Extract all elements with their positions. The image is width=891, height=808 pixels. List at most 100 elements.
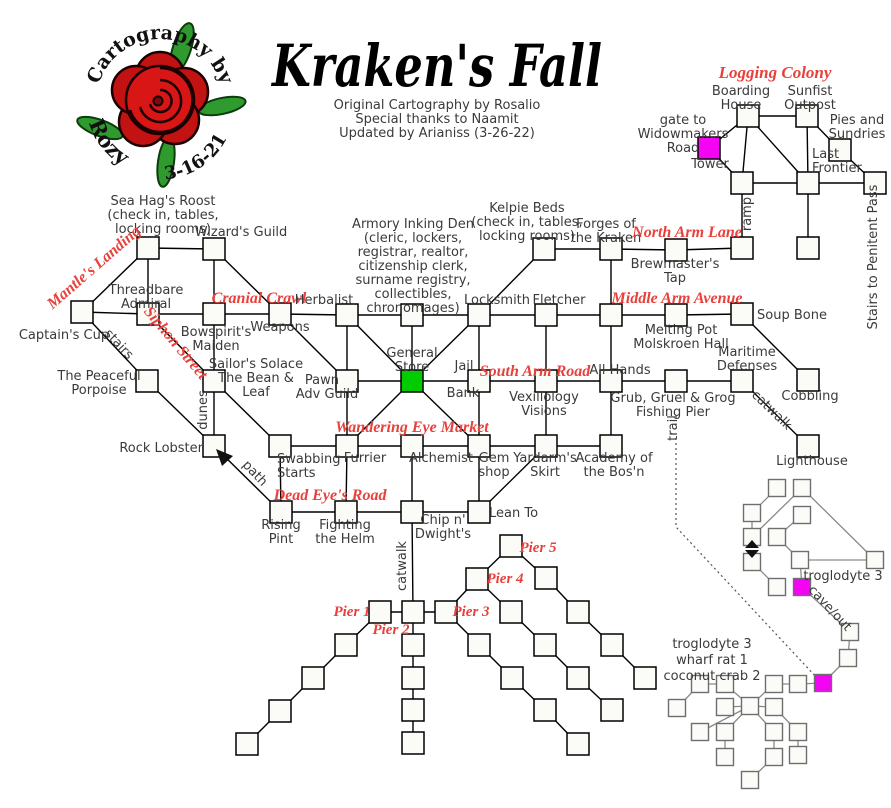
label-furrier: Furrier [344, 451, 387, 466]
label-wandering-eye-market: Wandering Eye Market [335, 419, 489, 436]
map-node-cv_f [767, 527, 787, 547]
map-node-seahag [136, 236, 160, 260]
credit-line-3: Updated by Arianiss (3-26-22) [339, 126, 535, 141]
cave-down-arrow [745, 550, 759, 558]
map-node-cv_a [767, 478, 787, 498]
label-tower: Tower [690, 157, 729, 172]
label-herbalist: Herbalist [295, 293, 353, 308]
label-stairs-to-penitent-pass: Stairs to Penitent Pass [866, 184, 881, 329]
map-node-cv_n [813, 673, 833, 693]
map-node-p4_1 [465, 567, 489, 591]
label-north-arm-lane: North Arm Lane [631, 224, 742, 241]
map-node-gemshop [467, 434, 491, 458]
map-node-p3_3 [500, 666, 524, 690]
map-node-general [400, 369, 424, 393]
map-node-cv_u [715, 697, 735, 717]
label-sea-hags-roost: Sea Hag's Roost(check in, tables,locking… [107, 194, 218, 237]
map-node-p1_1 [368, 600, 392, 624]
label-captains-cup: Captain's Cup [19, 328, 109, 343]
map-node-p3_1 [434, 600, 458, 624]
map-node-lc_dead [796, 236, 820, 260]
map-node-maritime [730, 369, 754, 393]
map-node-weapons [268, 302, 292, 326]
map-node-cv_y [764, 722, 784, 742]
label-dead-eyes-road: Dead Eye's Road [273, 487, 388, 504]
map-node-vexill [534, 369, 558, 393]
map-node-cv_g [790, 550, 810, 570]
map-node-p2_2 [401, 633, 425, 657]
label-catwalk-vertical: catwalk [395, 541, 410, 591]
map-node-lc_e [863, 171, 887, 195]
page-title: Kraken's Fall [270, 32, 602, 100]
map-node-swabbing [268, 434, 292, 458]
label-armory-inking-den: Armory Inking Den(cleric, lockers,regist… [352, 217, 474, 316]
map-node-cv_m [838, 648, 858, 668]
label-adv-guild: Adv Guild [296, 387, 359, 402]
map-node-p4_4 [566, 666, 590, 690]
map-node-rising [269, 500, 293, 524]
rose-logo: Cartography by Rozy 3-16-21 [76, 22, 247, 188]
map-node-locksmith [467, 303, 491, 327]
map-node-cv_ac [788, 745, 808, 765]
map-node-cv_p [764, 674, 784, 694]
map-node-p5_4 [600, 633, 624, 657]
map-node-cv_k [792, 577, 812, 597]
map-node-armory [400, 303, 424, 327]
label-middle-arm-avenue: Middle Arm Avenue [611, 290, 743, 307]
map-node-p1_5 [235, 732, 259, 756]
map-node-soupbone [730, 302, 754, 326]
label-ramp: ramp [740, 197, 755, 231]
map-node-p2_4 [401, 698, 425, 722]
label-pier-2: Pier 2 [372, 622, 410, 638]
map-node-fletcher [534, 303, 558, 327]
map-node-captains [70, 300, 94, 324]
map-node-lc_boarding [736, 104, 760, 128]
map-node-allhands [599, 369, 623, 393]
label-cave-out: cave/out [805, 583, 854, 635]
credit-line-2: Special thanks to Naamit [355, 112, 518, 127]
map-node-lc_w [730, 171, 754, 195]
map-node-herbalist [335, 303, 359, 327]
map-node-cv_c [742, 503, 762, 523]
map-node-brewmaster [664, 238, 688, 262]
map-node-grub [664, 369, 688, 393]
map-node-jail [467, 369, 491, 393]
label-pier-3: Pier 3 [452, 604, 490, 620]
label-kelpie-beds: Kelpie Beds(check in, tables,locking roo… [471, 201, 582, 244]
map-node-cv_w [690, 722, 710, 742]
map-node-wizards [202, 237, 226, 261]
map-node-cv_t [740, 696, 760, 716]
map-node-cv_q [690, 674, 710, 694]
label-chip-n-dwights: Chip n'Dwight's [415, 513, 471, 542]
label-pier-5: Pier 5 [519, 540, 557, 556]
label-all-hands: All Hands [589, 363, 650, 378]
map-node-threadbare [136, 302, 160, 326]
map-node-cv_o [788, 674, 808, 694]
map-node-cv_ab [764, 747, 784, 767]
label-cranial-crawl: Cranial Crawl [212, 290, 307, 307]
map-node-furrier [335, 434, 359, 458]
map-node-p3_2 [467, 633, 491, 657]
map-node-sailors [202, 369, 226, 393]
map-node-cv_s [667, 698, 687, 718]
label-logging-colony: Logging Colony [718, 63, 832, 82]
map-node-ramp_j [730, 236, 754, 260]
map-node-meltingpot [664, 303, 688, 327]
label-lighthouse: Lighthouse [776, 454, 848, 469]
map-node-chip [400, 500, 424, 524]
map-node-p4_5 [600, 698, 624, 722]
